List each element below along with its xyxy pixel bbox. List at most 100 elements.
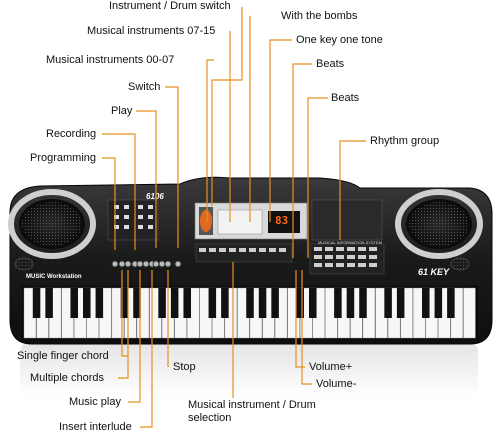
line-beats-2 [307,97,328,258]
keys-badge: 61 KEY [418,267,450,277]
black-key [309,288,317,318]
panel-button [279,248,286,252]
panel-button [259,248,266,252]
black-key [120,288,129,318]
white-key [463,287,476,339]
label-instrument-drum-switch: Instrument / Drum switch [109,0,231,12]
black-key [447,288,455,318]
line-single-finger-chord [121,270,128,357]
label-insert-interlude: Insert interlude [59,421,132,433]
black-key [296,288,304,318]
panel-button [219,248,226,252]
center-panel [194,202,308,240]
black-key [359,288,367,318]
right-speaker [395,189,483,259]
line-programming [102,157,116,250]
panel-button [229,248,236,252]
black-key [70,288,78,318]
label-volume-plus: Volume+ [309,361,353,373]
label-single-finger-chord: Single finger chord [17,350,109,362]
label-switch: Switch [128,81,161,93]
black-key [170,288,179,318]
black-key [246,288,254,318]
line-multiple-chords [118,270,129,379]
black-key [133,288,141,318]
rhythm-button [358,247,366,251]
rhythm-button [336,263,344,267]
line-instrument-drum-switch [211,7,243,206]
rhythm-button [325,247,333,251]
panel-title: MUSICAL INFORMATION SYSTEM [318,240,383,245]
function-button [164,260,172,268]
function-button [111,260,119,268]
black-key [422,288,430,318]
left-speaker [8,189,96,259]
black-key [258,288,267,318]
black-key [45,288,53,318]
label-play: Play [111,105,133,117]
label-multiple-chords: Multiple chords [30,372,104,384]
black-key [384,288,392,318]
panel-button [199,248,206,252]
line-one-key-one-tone [269,39,292,222]
label-with-the-bombs: With the bombs [281,10,358,22]
small-grill-right [450,257,470,271]
label-music-play: Music play [69,396,121,408]
label-programming: Programming [30,152,97,164]
rhythm-button [347,255,355,259]
mode-panel [107,199,159,241]
line-recording [102,133,136,250]
rhythm-button [325,255,333,259]
panel-button [249,248,256,252]
label-one-key-one-tone: One key one tone [296,34,383,46]
line-insert-interlude [140,270,153,428]
panel-button [269,248,276,252]
black-key [208,288,217,318]
small-grill-left [14,257,34,271]
led-display [268,211,300,233]
black-key [158,288,166,318]
rhythm-button [358,255,366,259]
black-key [221,288,229,318]
rhythm-button [347,247,355,251]
black-key [396,288,405,318]
line-play [136,110,157,248]
rhythm-panel [311,199,383,241]
line-switch [165,86,179,248]
function-button [124,260,132,268]
label-instruments-00-07: Musical instruments 00-07 [46,54,175,66]
label-instruments-07-15: Musical instruments 07-15 [87,25,216,37]
line-beats-1 [292,63,312,258]
rhythm-button [336,247,344,251]
rhythm-button [314,263,322,267]
switch-knob [200,210,212,232]
black-key [334,288,342,318]
black-key [271,288,279,318]
rhythm-button [347,263,355,267]
label-beats-1: Beats [316,58,345,70]
line-rhythm-group [339,140,366,240]
line-music-play [128,270,141,403]
label-recording: Recording [46,128,97,140]
line-volume-minus [301,270,312,385]
function-button [174,260,182,268]
black-key [32,288,41,318]
rhythm-button [369,255,377,259]
rhythm-button [369,263,377,267]
rhythm-button [369,247,377,251]
label-instrument-drum-selection: Musical instrument / Drum selection [188,399,316,424]
panel-button [239,248,246,252]
line-instruments-00-07 [206,59,214,222]
black-key [83,288,91,318]
label-beats-2: Beats [331,92,360,104]
reflection [20,342,478,397]
rhythm-button [336,255,344,259]
label-rhythm-group: Rhythm group [370,135,440,147]
black-key [434,288,443,318]
rhythm-button [325,263,333,267]
black-key [183,288,191,318]
rhythm-button [358,263,366,267]
